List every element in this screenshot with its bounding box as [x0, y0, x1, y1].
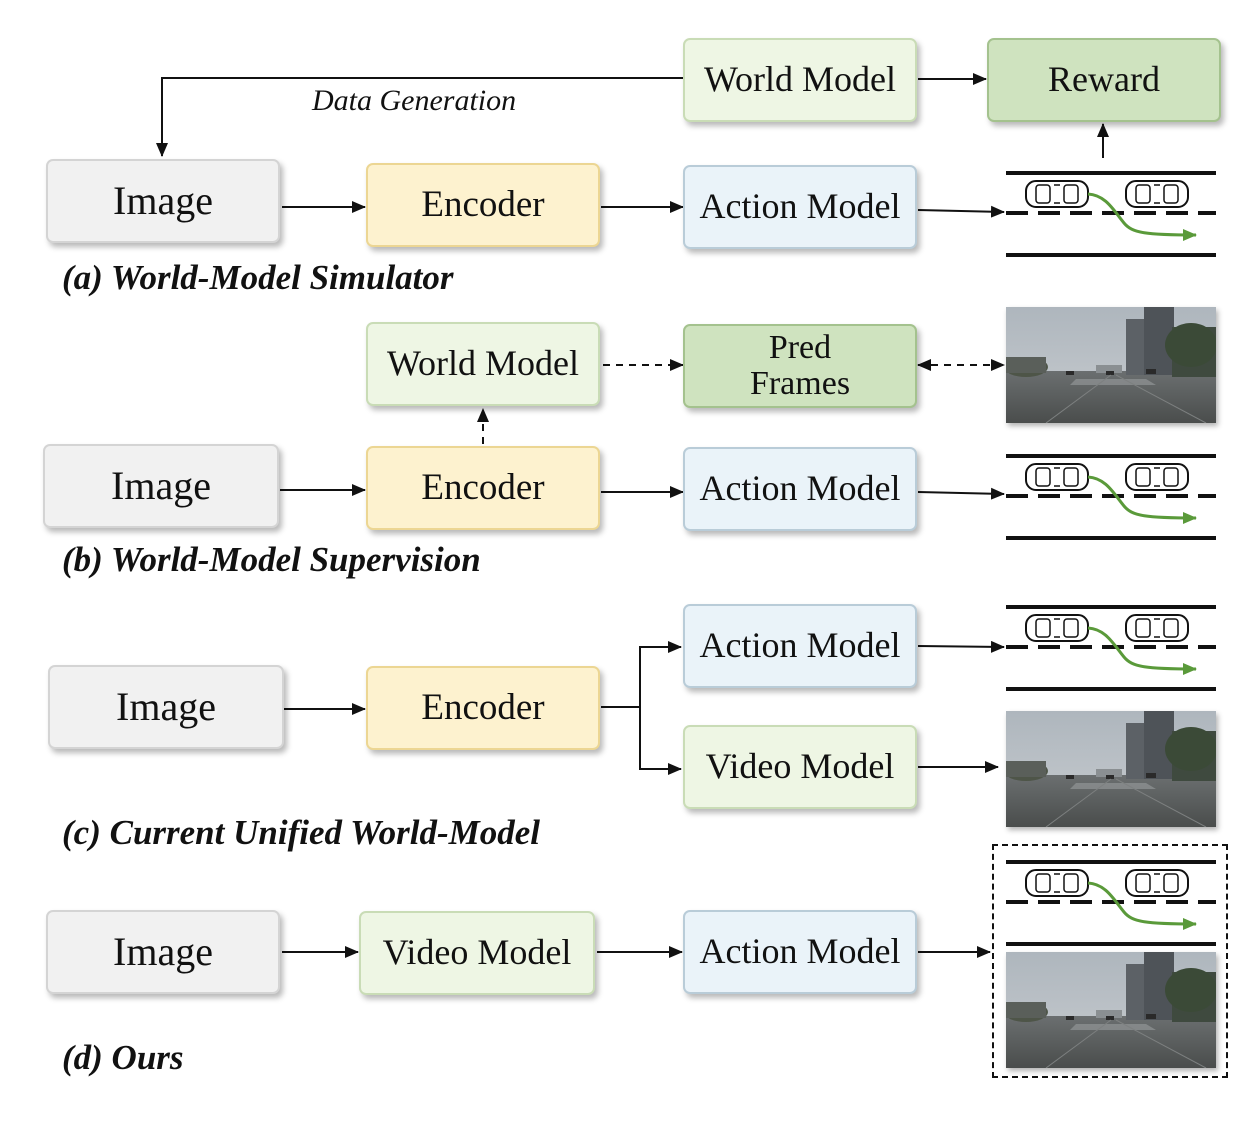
- encoder-label: Encoder: [421, 466, 545, 508]
- video-model-label: Video Model: [705, 746, 895, 787]
- arrow-action-to-traj-c: [917, 640, 1005, 653]
- arrow-action-to-traj-a: [917, 205, 1005, 218]
- caption-b: (b) World-Model Supervision: [62, 540, 481, 579]
- encoder-box-b: Encoder: [366, 446, 600, 530]
- trajectory-diagram-b: [1006, 456, 1216, 538]
- caption-c: (c) Current Unified World-Model: [62, 813, 541, 852]
- data-generation-arrow: [156, 77, 683, 157]
- pred-frames-photo: [1006, 307, 1216, 423]
- action-model-box-a: Action Model: [683, 165, 917, 249]
- action-model-box-d: Action Model: [683, 910, 917, 994]
- video-model-box-d: Video Model: [359, 911, 595, 995]
- image-box-b: Image: [43, 444, 279, 528]
- world-model-label: World Model: [386, 343, 580, 384]
- caption-d: (d) Ours: [62, 1038, 184, 1077]
- video-model-box-c: Video Model: [683, 725, 917, 809]
- world-model-box-b: World Model: [366, 322, 600, 406]
- reward-label: Reward: [1048, 59, 1160, 100]
- ours-output-frame: [992, 844, 1228, 1078]
- image-label: Image: [116, 684, 216, 729]
- caption-a: (a) World-Model Simulator: [62, 258, 454, 297]
- image-box-c: Image: [48, 665, 284, 749]
- action-model-label: Action Model: [699, 931, 901, 972]
- image-box-d: Image: [46, 910, 280, 994]
- encoder-label: Encoder: [421, 183, 545, 225]
- data-generation-label: Data Generation: [312, 84, 517, 117]
- encoder-label: Encoder: [421, 686, 545, 728]
- pred-frames-box: Pred Frames: [683, 324, 917, 408]
- branch-arrow-to-video-c: [639, 707, 682, 775]
- branch-arrow-to-action-c: [639, 641, 682, 707]
- reward-box: Reward: [987, 38, 1221, 122]
- image-box-a: Image: [46, 159, 280, 243]
- world-model-label: World Model: [703, 59, 897, 100]
- world-model-box-a: World Model: [683, 38, 917, 122]
- action-model-box-b: Action Model: [683, 447, 917, 531]
- action-model-box-c: Action Model: [683, 604, 917, 688]
- encoder-box-a: Encoder: [366, 163, 600, 247]
- image-label: Image: [113, 178, 213, 223]
- pred-frames-label: Pred Frames: [749, 329, 851, 402]
- trajectory-diagram-a: [1006, 173, 1216, 255]
- action-model-label: Action Model: [699, 186, 901, 227]
- action-model-label: Action Model: [699, 468, 901, 509]
- encoder-box-c: Encoder: [366, 666, 600, 750]
- arrow-action-to-traj-b: [917, 487, 1005, 500]
- image-label: Image: [113, 929, 213, 974]
- video-output-photo-c: [1006, 711, 1216, 827]
- action-model-label: Action Model: [699, 625, 901, 666]
- video-model-label: Video Model: [382, 932, 572, 973]
- image-label: Image: [111, 463, 211, 508]
- trajectory-diagram-c: [1006, 607, 1216, 689]
